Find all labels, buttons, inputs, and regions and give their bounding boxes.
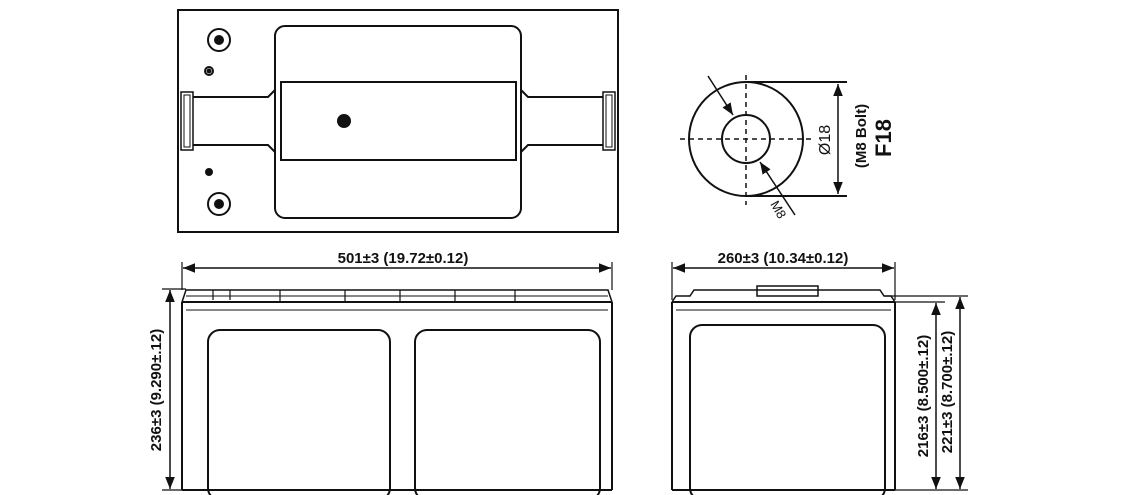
vent-icon bbox=[337, 114, 351, 128]
handle-right bbox=[602, 91, 616, 151]
bolt-label: (M8 Bolt) bbox=[853, 104, 870, 168]
side-terminal bbox=[756, 285, 819, 297]
polarity-dot bbox=[205, 168, 213, 176]
width-label: 260±3 (10.34±0.12) bbox=[718, 250, 849, 267]
lid-height-label: 221±3 (8.700±.12) bbox=[939, 331, 956, 453]
handle-band bbox=[193, 89, 603, 153]
terminal-type-label: F18 bbox=[871, 119, 896, 157]
center-panel bbox=[280, 81, 517, 161]
terminal-negative-icon bbox=[207, 192, 231, 216]
terminal-detail bbox=[680, 75, 847, 216]
terminal-diameter-label: Ø18 bbox=[817, 125, 834, 155]
polarity-dot bbox=[204, 66, 214, 76]
side-view bbox=[671, 285, 896, 495]
lid-raised-area bbox=[274, 25, 522, 219]
length-label: 501±3 (19.72±0.12) bbox=[338, 250, 469, 267]
top-view bbox=[177, 9, 619, 233]
front-view bbox=[181, 289, 613, 495]
container-height-label: 216±3 (8.500±.12) bbox=[915, 335, 932, 457]
total-height-label: 236±3 (9.290±.12) bbox=[148, 329, 165, 451]
handle-left bbox=[180, 91, 194, 151]
terminal-positive-icon bbox=[207, 28, 231, 52]
